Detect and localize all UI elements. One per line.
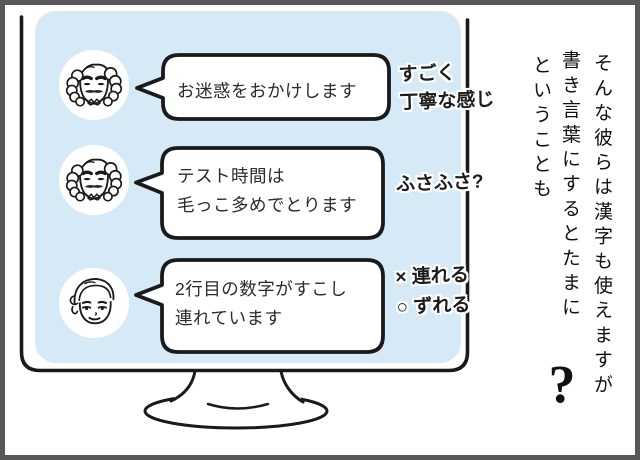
- chat-message-2-text: テスト時間は 毛っこ多めでとります: [177, 162, 357, 220]
- chat-bubble-3: [134, 258, 385, 354]
- annotation-polite: すごく 丁寧な感じ: [398, 58, 495, 117]
- chat-message-2-line-1: テスト時間は: [177, 166, 285, 186]
- annotation-correction-right: ○ ずれる: [396, 294, 471, 319]
- chat-message-3-line-1: 2行目の数字がすこし: [175, 279, 348, 299]
- chat-bubble-1: [135, 53, 391, 121]
- chat-message-3-text: 2行目の数字がすこし 連れています: [175, 275, 347, 333]
- avatar-young-man: [58, 267, 130, 339]
- chat-message-2-line-2: 毛っこ多めでとります: [177, 195, 357, 215]
- annotation-fluffy: ふさふさ?: [396, 168, 485, 199]
- chat-message-3-line-2: 連れています: [175, 308, 283, 328]
- annotation-polite-line-2: 丁寧な感じ: [399, 89, 495, 114]
- annotation-correction: × 連れる ○ ずれる: [395, 261, 471, 324]
- narration-question-mark: ?: [548, 354, 576, 414]
- chat-bubble-2: [134, 146, 385, 240]
- chat-message-1-text: お迷惑をおかけします: [177, 81, 357, 101]
- annotation-correction-wrong: × 連れる: [395, 264, 470, 289]
- narration-column-1: そんな彼らは漢字も使えますが: [591, 53, 612, 399]
- annotation-polite-line-1: すごく: [398, 62, 456, 86]
- monitor-frame: [19, 15, 470, 373]
- annotation-fluffy-line-1: ふさふさ?: [395, 171, 484, 196]
- avatar-bearded-man-2: [58, 144, 130, 216]
- narration-column-2: 書き言葉にするとたまに: [559, 50, 580, 322]
- narration-column-3: ということも: [530, 55, 551, 204]
- monitor-stand: [143, 369, 329, 430]
- avatar-bearded-man-1: [58, 49, 130, 121]
